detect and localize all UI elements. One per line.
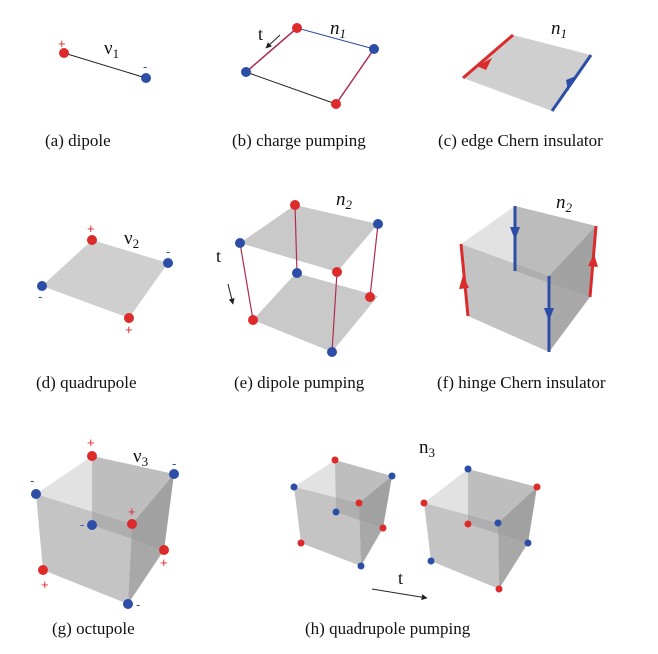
panel-g-symbol: ν3 [133, 446, 148, 469]
time-arrow [371, 588, 428, 601]
time-label: t [398, 568, 403, 588]
quadrupole-cube-after [420, 465, 541, 593]
cube-back-face [92, 456, 174, 550]
negative-charge [235, 238, 245, 248]
panel-c-symbol: n1 [551, 18, 567, 41]
plus-sign: + [160, 555, 168, 570]
minus-sign: - [143, 59, 147, 74]
positive-charge [127, 519, 137, 529]
negative-charge [369, 44, 379, 54]
panel-d-caption: (d) quadrupole [36, 373, 137, 392]
negative-charge [123, 599, 133, 609]
panel-h-symbol: n3 [419, 437, 435, 460]
dipole-bond [63, 52, 147, 79]
minus-sign: - [80, 517, 84, 532]
negative-charge [373, 219, 383, 229]
panel-b-symbol: n1 [330, 18, 346, 41]
hinge-arrow-icon [544, 308, 554, 321]
panel-g-octupole: + - + - - + + - ν3 (g) octupole [30, 435, 179, 638]
negative-charge [163, 258, 173, 268]
plus-sign: + [87, 435, 95, 450]
panel-a-caption: (a) dipole [45, 131, 111, 150]
time-arrow [265, 34, 281, 49]
cube-back-face [515, 206, 596, 297]
panel-c-edge-chern-insulator: n1 (c) edge Chern insulator [438, 18, 603, 150]
hinge-arrow-icon [459, 275, 469, 289]
negative-charge [327, 347, 337, 357]
panel-e-dipole-pumping: t n2 (e) dipole pumping [216, 189, 383, 392]
positive-charge [248, 315, 258, 325]
minus-sign: - [38, 289, 42, 304]
positive-charge [332, 267, 342, 277]
positive-charge [365, 292, 375, 302]
insulator-face [463, 35, 591, 111]
negative-charge [37, 281, 47, 291]
hinge-arrow-icon [510, 227, 520, 240]
bottom-plate [253, 273, 378, 352]
panel-g-caption: (g) octupole [52, 619, 135, 638]
edge-arrow-icon [566, 76, 576, 91]
plus-sign: + [125, 322, 133, 337]
panel-f-caption: (f) hinge Chern insulator [437, 373, 606, 392]
plus-sign: + [41, 577, 49, 592]
panel-a-dipole: + - ν1 (a) dipole [45, 36, 151, 150]
edge-arrow-icon [477, 58, 492, 70]
negative-charge [141, 73, 151, 83]
minus-sign: - [30, 473, 34, 488]
chiral-edge-red [462, 33, 514, 80]
panel-h-quadrupole-pumping: t n3 (h) quadrupole pumping [290, 437, 541, 638]
plus-sign: + [58, 36, 66, 51]
negative-charge [292, 268, 302, 278]
top-plate [240, 205, 378, 272]
panel-f-symbol: n2 [556, 192, 573, 215]
positive-charge [292, 23, 302, 33]
panel-e-caption: (e) dipole pumping [234, 373, 365, 392]
panel-d-symbol: ν2 [124, 228, 139, 251]
panel-e-symbol: n2 [336, 189, 353, 212]
positive-charge [87, 235, 97, 245]
negative-charge [241, 67, 251, 77]
positive-charge [59, 48, 69, 58]
panel-d-quadrupole: + - + - ν2 (d) quadrupole [36, 221, 173, 392]
positive-charge [159, 545, 169, 555]
positive-charge [331, 99, 341, 109]
panel-c-caption: (c) edge Chern insulator [438, 131, 603, 150]
panel-f-hinge-chern-insulator: n2 (f) hinge Chern insulator [437, 192, 606, 392]
time-label: t [258, 24, 263, 44]
time-arrow [227, 283, 235, 305]
positive-charge [38, 565, 48, 575]
time-label: t [216, 246, 221, 266]
panel-a-symbol: ν1 [104, 38, 119, 61]
panel-b-charge-pumping: t n1 (b) charge pumping [232, 18, 379, 150]
positive-charge [124, 313, 134, 323]
minus-sign: - [136, 597, 140, 612]
plus-sign: + [87, 221, 95, 236]
quadrupole-cube-before [290, 456, 396, 570]
minus-sign: - [166, 244, 170, 259]
hinge-arrow-icon [588, 254, 598, 267]
minus-sign: - [172, 456, 176, 471]
panel-b-caption: (b) charge pumping [232, 131, 366, 150]
positive-charge [87, 451, 97, 461]
quadrupole-face [42, 240, 168, 318]
negative-charge [169, 469, 179, 479]
plus-sign: + [128, 504, 136, 519]
negative-charge [31, 489, 41, 499]
positive-charge [290, 200, 300, 210]
negative-charge [87, 520, 97, 530]
panel-h-caption: (h) quadrupole pumping [305, 619, 471, 638]
